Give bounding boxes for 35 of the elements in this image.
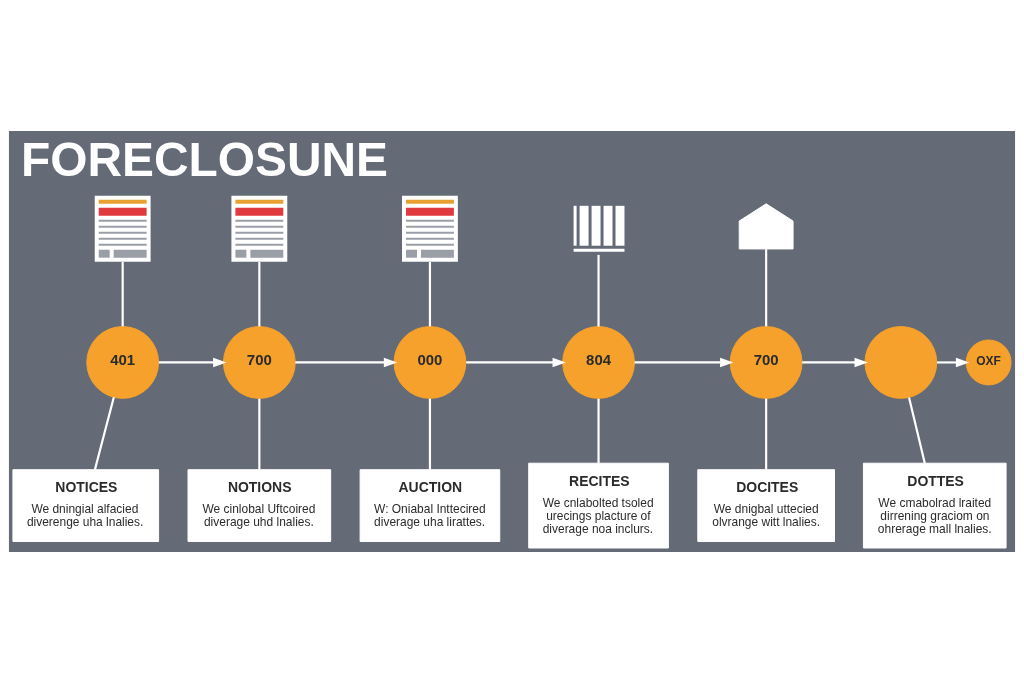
connector (428, 398, 432, 470)
node-picture (94, 195, 151, 262)
node-circle: 000 (393, 326, 467, 399)
node-picture (738, 203, 794, 250)
node-box: AUCTION W: Oniabal Inttecired diverage uha lirattes. (359, 469, 501, 542)
node-circle (864, 326, 938, 399)
node-box: DOTTES We cmabolrad lraited dirrening graciom on ohrerage mall lnalies. (862, 462, 1007, 549)
connector (765, 249, 768, 327)
connector (765, 398, 768, 470)
node-circle: 401 (86, 326, 160, 399)
arrow (158, 357, 227, 368)
arrow (634, 357, 734, 368)
connector (93, 397, 115, 470)
node-picture (402, 195, 458, 262)
arrow (936, 357, 970, 368)
connector (428, 262, 432, 327)
node-circle: 700 (729, 326, 803, 399)
arrow (466, 357, 566, 368)
connector (597, 398, 600, 464)
node-circle: 804 (562, 326, 635, 399)
connector (907, 397, 926, 464)
node-box: NOTICES We dningial alfacied diverenge uha lnalies. (12, 469, 160, 542)
diagram-title: FORECLOSUNE (20, 133, 388, 187)
arrow (802, 357, 868, 368)
connector (121, 262, 124, 327)
connector (597, 254, 600, 327)
connector (258, 398, 261, 470)
node-circle: 700 (222, 326, 296, 399)
connector (258, 262, 261, 327)
node-picture (231, 195, 288, 262)
arrow (295, 357, 398, 368)
node-box: RECITES We cnlabolted tsoled urecings placture of diverage noa inclurs. (528, 462, 669, 549)
node-box: NOTIONS We cinlobal Uftcoired diverage uhd lnalies. (187, 469, 332, 542)
node-circle: OXF (965, 339, 1012, 386)
node-box: DOCITES We dnigbal uttecied olvrange witt lnalies. (697, 469, 835, 542)
